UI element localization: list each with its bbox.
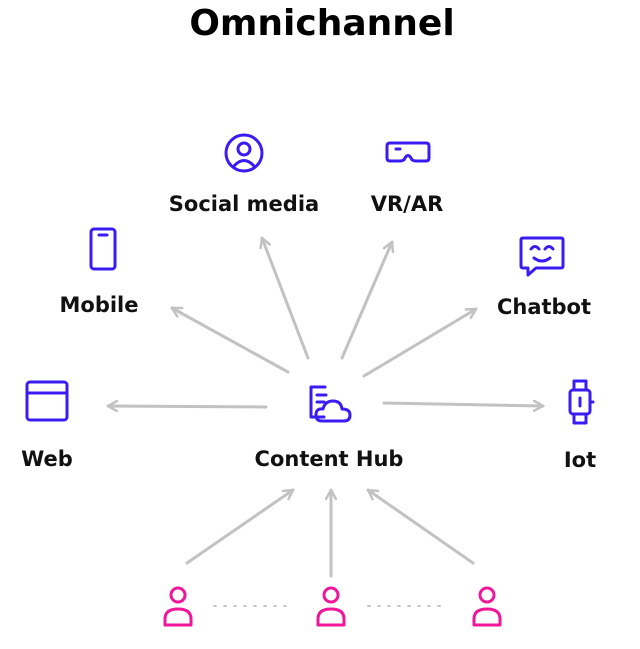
hub-label: Content Hub	[255, 447, 404, 471]
outgoing-arrows	[106, 236, 545, 407]
channel-label-iot: Iot	[564, 448, 596, 472]
smartphone-icon	[89, 227, 117, 271]
arrow-to-iot	[382, 403, 545, 406]
chat-smiley-icon	[519, 236, 565, 277]
vr-headset-icon	[385, 141, 431, 163]
channel-label-social-media: Social media	[169, 192, 319, 216]
channel-label-chatbot: Chatbot	[497, 295, 591, 319]
person-icon	[316, 586, 346, 627]
arrow-to-social-media	[262, 236, 310, 360]
arrow-to-mobile	[170, 306, 290, 374]
channel-label-vr-ar: VR/AR	[371, 192, 444, 216]
document-cloud-icon	[309, 385, 352, 423]
person-icon	[472, 586, 502, 627]
incoming-arrows	[185, 488, 475, 578]
page-title: Omnichannel	[189, 3, 454, 44]
arrow-to-chatbot	[362, 307, 478, 378]
smartwatch-icon	[568, 379, 595, 425]
channel-label-mobile: Mobile	[60, 293, 139, 317]
user-broadcast-icon	[224, 133, 264, 173]
arrow-from-contributor-3	[366, 488, 475, 565]
arrow-to-vr-ar	[340, 240, 392, 360]
channel-label-web: Web	[21, 447, 73, 471]
person-icon	[163, 586, 193, 627]
arrow-from-contributor-1	[185, 488, 295, 565]
browser-window-icon	[25, 380, 69, 422]
arrow-to-web	[106, 406, 268, 407]
